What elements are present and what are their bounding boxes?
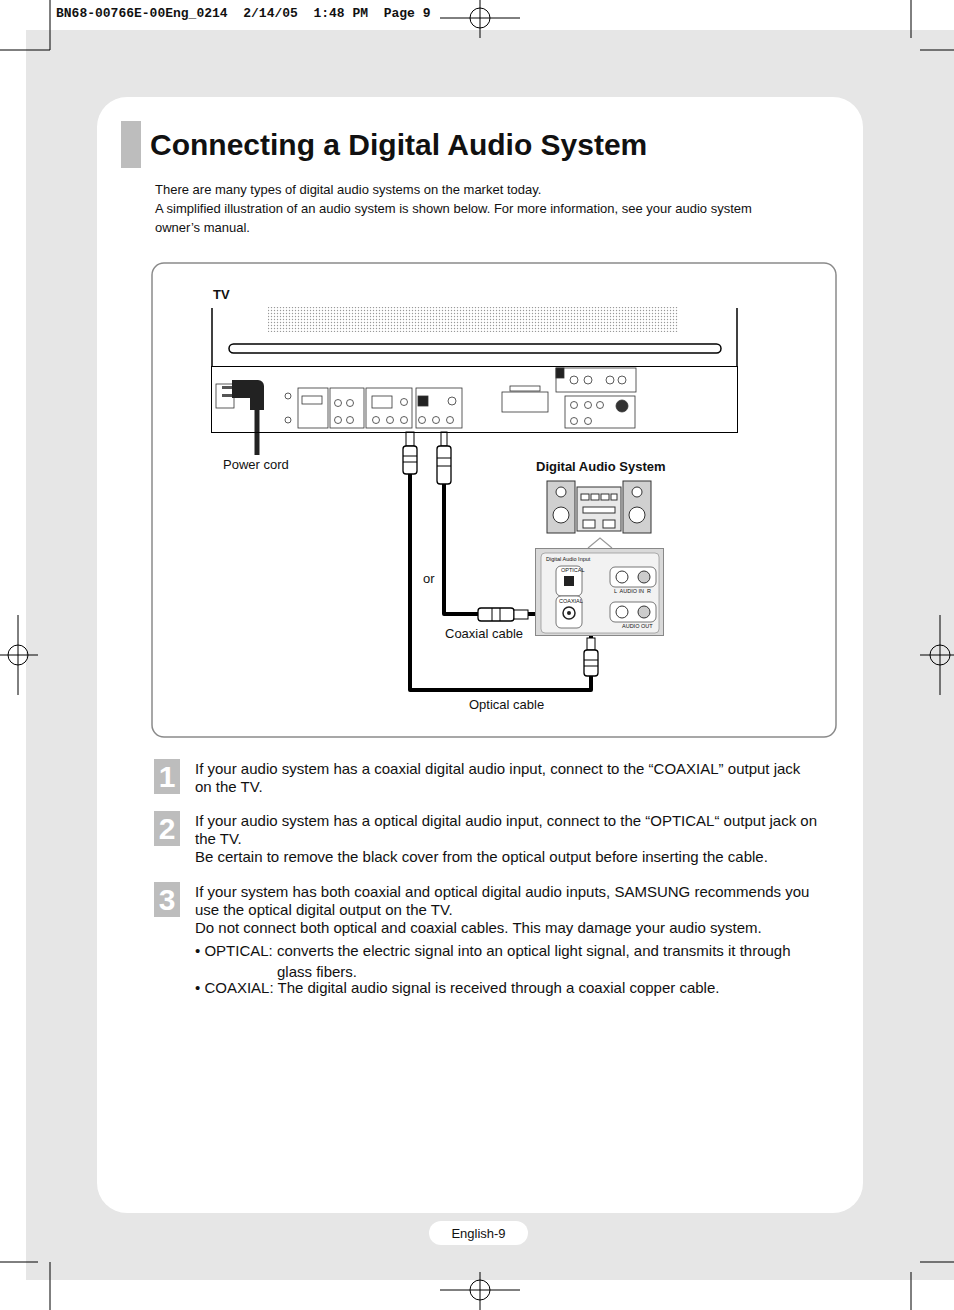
tv-rear-panel: TV xyxy=(211,366,738,433)
step-number-boxes xyxy=(154,759,180,917)
coaxial-plug-tv xyxy=(437,432,451,484)
step-text: If your audio system has a optical digit… xyxy=(195,812,820,848)
jack-label: OPTICAL xyxy=(561,567,585,573)
step-text: If your audio system has a coaxial digit… xyxy=(195,760,820,796)
diagram-frame xyxy=(152,263,836,737)
print-slug: BN68-00766E-00Eng_0214 2/14/05 1:48 PM P… xyxy=(56,4,430,23)
bullet-note: • COAXIAL: The digital audio signal is r… xyxy=(195,979,820,997)
digital-audio-input-panel: Digital Audio Input xyxy=(535,548,664,636)
intro-text: There are many types of digital audio sy… xyxy=(155,180,795,199)
or-label: or xyxy=(421,569,437,588)
jack-label: COAXIAL xyxy=(559,598,583,604)
page-number-pill xyxy=(429,1221,528,1245)
page-number: English-9 xyxy=(429,1224,528,1243)
content-card xyxy=(97,97,863,1213)
jack-label: L AUDIO IN R xyxy=(614,588,651,594)
device-heading: TV xyxy=(213,287,230,302)
tv-rear-ports xyxy=(216,368,636,428)
jack-label: AUDIO OUT xyxy=(622,623,653,629)
part-label: Digital Audio System xyxy=(536,457,666,476)
cable-label: Coaxial cable xyxy=(443,626,525,642)
power-plug xyxy=(222,380,264,455)
cable-label: Optical cable xyxy=(467,697,546,713)
panel-heading: Digital Audio Input xyxy=(546,556,590,562)
title-bar xyxy=(121,121,141,168)
step-text: If your system has both coaxial and opti… xyxy=(195,883,820,919)
part-label: Power cord xyxy=(223,455,289,474)
page-title: Connecting a Digital Audio System xyxy=(150,126,647,164)
coaxial-plug-audio xyxy=(478,608,528,621)
intro-text: A simplified illustration of an audio sy… xyxy=(155,199,783,237)
step-text: Do not connect both optical and coaxial … xyxy=(195,919,820,937)
optical-plug-tv xyxy=(403,432,417,474)
bullet-note: • OPTICAL: converts the electric signal … xyxy=(195,940,815,982)
callout-number: 3 xyxy=(154,882,180,917)
stereo-system xyxy=(547,481,651,548)
tv-body xyxy=(212,307,737,366)
callout-number: 2 xyxy=(154,811,180,846)
callout-number: 1 xyxy=(154,759,180,794)
coaxial-cable xyxy=(444,433,535,614)
optical-plug-audio xyxy=(584,638,598,676)
audio-jack-panel xyxy=(535,548,664,636)
page-ground xyxy=(26,30,954,1280)
step-text: Be certain to remove the black cover fro… xyxy=(195,848,820,866)
